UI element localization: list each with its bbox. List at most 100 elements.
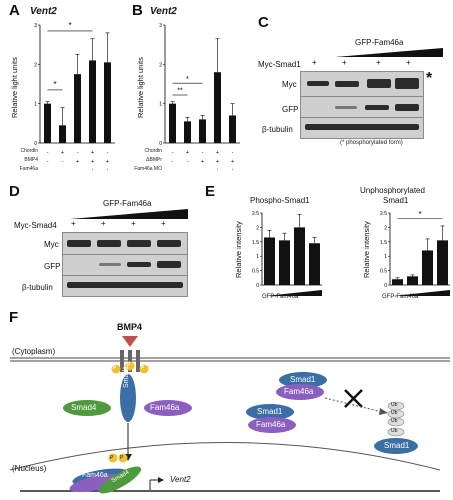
panel-c-star: * bbox=[426, 70, 433, 87]
gradient-wedge bbox=[265, 290, 322, 296]
panel-c-note: (* phosphorylated form) bbox=[340, 140, 403, 146]
y-tick-label: 0 bbox=[256, 283, 259, 289]
y-tick-label: 1 bbox=[159, 102, 162, 108]
bar bbox=[229, 115, 236, 143]
sig-label: ** bbox=[177, 88, 183, 95]
condition-sign: - bbox=[107, 150, 109, 156]
bar bbox=[264, 237, 275, 285]
label-ub-4: Ub bbox=[391, 428, 398, 434]
condition-sign: - bbox=[62, 159, 64, 165]
label-smad1-free-1: Smad1 bbox=[290, 375, 316, 384]
blot-d-tubulin bbox=[62, 275, 188, 297]
panel-label-d: D bbox=[9, 183, 20, 200]
panel-label-a: A bbox=[9, 2, 20, 19]
panel-label-e: E bbox=[205, 183, 216, 200]
panel-a-row-chordin: Chordin bbox=[20, 148, 38, 154]
panel-a-row-fam46a: Fam46a bbox=[19, 166, 38, 172]
label-cytoplasm: (Cytoplasm) bbox=[12, 347, 56, 356]
condition-sign: - bbox=[62, 168, 64, 170]
panel-b-row-fam46a-mo: Fam46a MO bbox=[134, 166, 162, 172]
label-smad4: Smad4 bbox=[71, 403, 97, 412]
p-label-nucleus-2: P bbox=[120, 455, 124, 461]
sig-label: * bbox=[418, 210, 421, 219]
panel-a-title: Vent2 bbox=[30, 6, 57, 17]
condition-sign: + bbox=[231, 159, 234, 165]
chart-e-left: 00.511.522.5 bbox=[252, 211, 322, 296]
bar bbox=[59, 125, 66, 143]
condition-sign: - bbox=[77, 150, 79, 156]
y-tick-label: 3 bbox=[34, 23, 37, 29]
y-tick-label: 1 bbox=[384, 254, 387, 260]
condition-sign: - bbox=[47, 168, 49, 170]
panel-e-left-xlabel: GFP-Fam46a bbox=[262, 294, 299, 300]
panel-label-b: B bbox=[132, 2, 143, 19]
panel-b-row-dbmpr: ΔBMPr bbox=[146, 157, 162, 163]
sig-label: * bbox=[53, 80, 56, 89]
condition-sign: - bbox=[187, 159, 189, 165]
condition-sign: - bbox=[172, 150, 174, 156]
chart-e-right: 00.511.522.5* bbox=[380, 210, 450, 296]
label-fam46a-nucleus: Fam46a bbox=[82, 472, 108, 479]
panel-d-plus-1: + bbox=[71, 219, 76, 228]
label-smad1-free-2: Smad1 bbox=[257, 407, 283, 416]
panel-c-gradient-wedge bbox=[335, 48, 443, 57]
condition-sign: - bbox=[172, 159, 174, 165]
panel-c-plus-3: + bbox=[376, 58, 381, 67]
panel-d-gradient-wedge bbox=[70, 209, 188, 219]
condition-sign: + bbox=[91, 150, 94, 156]
condition-sign: - bbox=[232, 150, 234, 156]
bar bbox=[309, 243, 320, 285]
panel-d-plus-2: + bbox=[101, 219, 106, 228]
bar bbox=[74, 74, 81, 143]
panel-e-right-title-2: Smad1 bbox=[383, 196, 409, 205]
panel-d-plus-4: + bbox=[161, 219, 166, 228]
condition-sign: - bbox=[77, 168, 79, 170]
condition-sign: + bbox=[76, 159, 79, 165]
bar bbox=[89, 60, 96, 143]
condition-sign: + bbox=[186, 150, 189, 156]
panel-b-title: Vent2 bbox=[150, 6, 177, 17]
label-fam46a: Fam46a bbox=[150, 403, 180, 412]
bar bbox=[437, 240, 448, 285]
bar bbox=[407, 276, 418, 285]
y-tick-label: 2 bbox=[384, 225, 387, 231]
label-smad1-ub: Smad1 bbox=[384, 441, 410, 450]
panel-d-plus-3: + bbox=[131, 219, 136, 228]
panel-e-right-title-1: Unphosphorylated bbox=[360, 186, 425, 195]
panel-d-row-myc: Myc bbox=[44, 240, 59, 249]
panel-e-left-title: Phospho-Smad1 bbox=[250, 196, 310, 205]
panel-label-c: C bbox=[258, 14, 269, 31]
p-label-2: P bbox=[127, 362, 131, 368]
y-tick-label: 1.5 bbox=[380, 240, 387, 246]
label-ub-3: Ub bbox=[391, 418, 398, 424]
label-fam46a-free-2: Fam46a bbox=[256, 420, 286, 429]
panel-c-myc-label: Myc-Smad1 bbox=[258, 60, 301, 69]
panel-c-plus-4: + bbox=[406, 58, 411, 67]
panel-e-right-xlabel: GFP-Fam46a bbox=[382, 294, 419, 300]
p-label-3: P bbox=[141, 365, 145, 371]
condition-sign: + bbox=[216, 159, 219, 165]
y-tick-label: 2 bbox=[34, 62, 37, 68]
label-ub-2: Ub bbox=[391, 410, 398, 416]
condition-sign: - bbox=[172, 168, 174, 170]
bar bbox=[104, 62, 111, 143]
y-tick-label: 1.5 bbox=[252, 240, 259, 246]
gradient-wedge bbox=[393, 290, 450, 296]
condition-sign: - bbox=[202, 150, 204, 156]
panel-d-row-tubulin: β-tubulin bbox=[22, 283, 53, 292]
condition-sign: + bbox=[216, 150, 219, 156]
bar bbox=[184, 121, 191, 143]
panel-b-row-chordin: Chordin bbox=[144, 148, 162, 154]
panel-d-gradient-label: GFP-Fam46a bbox=[103, 199, 152, 208]
panel-d-row-gfp: GFP bbox=[44, 262, 61, 271]
bar bbox=[169, 103, 176, 143]
panel-a-row-bmp4: BMP4 bbox=[24, 157, 38, 163]
y-tick-label: 3 bbox=[159, 23, 162, 29]
blot-d-myc bbox=[62, 232, 188, 256]
y-tick-label: 0.5 bbox=[252, 269, 259, 275]
bar bbox=[422, 250, 433, 285]
y-tick-label: 2.5 bbox=[380, 211, 387, 217]
label-smad1-vertical: Smad1 bbox=[123, 365, 130, 388]
